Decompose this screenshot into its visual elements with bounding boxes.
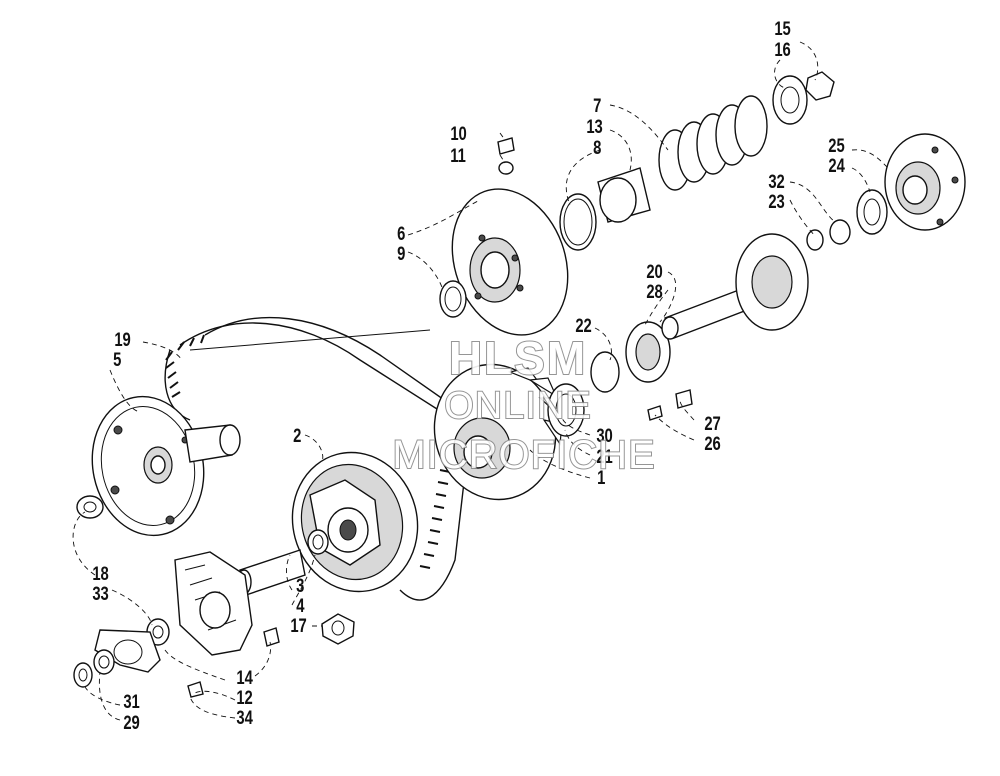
callout-30: 30 <box>596 425 612 446</box>
callout-27: 27 <box>704 413 720 434</box>
one-way-clutch <box>884 133 966 231</box>
callout-18: 18 <box>92 563 108 584</box>
callout-34: 34 <box>236 707 253 728</box>
callout-23: 23 <box>768 191 784 212</box>
callout-26: 26 <box>704 433 720 454</box>
callout-11: 11 <box>450 145 466 166</box>
backing-plate <box>91 395 241 537</box>
callout-24: 24 <box>828 155 845 176</box>
callout-21: 21 <box>596 446 612 467</box>
driven-clutch <box>433 321 671 501</box>
watermark-line-2: ONLINE <box>444 385 591 427</box>
leader-lines <box>72 41 891 721</box>
callout-17: 17 <box>290 615 306 636</box>
callout-4: 4 <box>296 595 305 616</box>
callout-16: 16 <box>774 39 790 60</box>
watermark: HLSM ONLINE MICROFICHE <box>391 331 655 478</box>
spider-assembly <box>174 551 253 656</box>
callout-8: 8 <box>593 137 601 158</box>
callout-15: 15 <box>774 18 790 39</box>
callout-1: 1 <box>597 467 605 488</box>
callout-32: 32 <box>768 171 784 192</box>
callout-31: 31 <box>123 691 139 712</box>
callout-12: 12 <box>236 687 252 708</box>
callout-19: 19 <box>114 329 130 350</box>
watermark-line-3: MICROFICHE <box>392 433 655 477</box>
callout-10: 10 <box>450 123 466 144</box>
clutch-spring <box>559 71 835 251</box>
callout-14: 14 <box>236 667 253 688</box>
callout-5: 5 <box>113 349 121 370</box>
callout-labels: 15 16 7 13 8 10 11 25 24 32 23 6 9 20 28… <box>92 18 845 733</box>
small-hardware <box>73 137 693 698</box>
callout-28: 28 <box>646 281 662 302</box>
callout-3: 3 <box>296 575 304 596</box>
callout-33: 33 <box>92 583 108 604</box>
callout-9: 9 <box>397 243 405 264</box>
callout-22: 22 <box>575 315 591 336</box>
watermark-line-1: HLSM <box>449 332 587 384</box>
callout-7: 7 <box>593 95 601 116</box>
drive-clutch <box>291 451 419 593</box>
driven-sheave <box>439 188 569 336</box>
callout-25: 25 <box>828 135 844 156</box>
callout-29: 29 <box>123 712 139 733</box>
drive-belt <box>164 316 481 601</box>
callout-6: 6 <box>397 223 405 244</box>
output-shaft <box>661 189 888 340</box>
callout-2: 2 <box>293 425 301 446</box>
callout-20: 20 <box>646 261 662 282</box>
callout-13: 13 <box>586 116 602 137</box>
